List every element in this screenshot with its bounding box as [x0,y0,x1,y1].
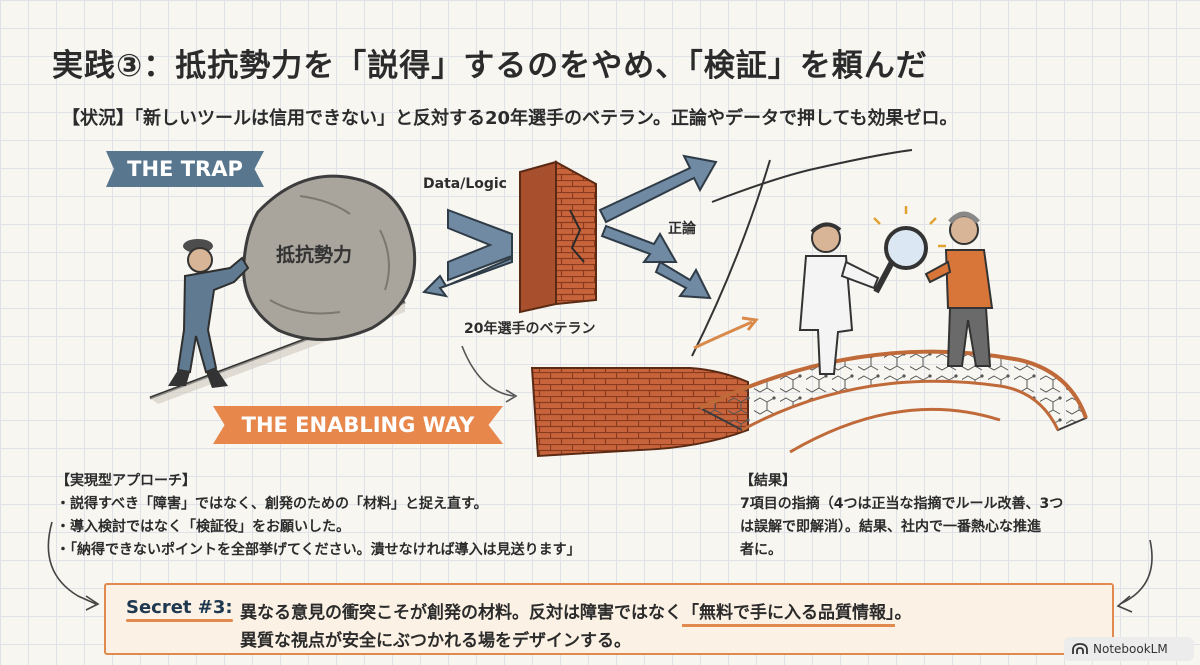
data-logic-label: Data/Logic [423,176,507,192]
scientist-figure [798,222,880,375]
secret-line-2: 異質な視点が安全にぶつかれる場をデザインする。 [240,631,631,651]
secret-line-1-pre: 異なる意見の衝突こそが創発の材料。反対は障害ではなく [240,603,682,623]
notebooklm-label: NotebookLM [1093,642,1168,656]
secret-line-1: 異なる意見の衝突こそが創発の材料。反対は障害ではなく「無料で手に入る品質情報」。 [240,598,912,627]
veteran-figure [924,211,994,367]
magnifying-glass-icon [873,206,946,294]
transforming-wall [530,367,749,458]
secret-label: Secret #3: [126,597,233,622]
notebooklm-logo-icon [1072,643,1088,654]
approach-section: 【実現型アプローチ】 説得すべき「障害」ではなく、創発のための「材料」と捉え直す… [56,470,581,562]
enabling-way-banner: THE ENABLING WAY [213,406,503,444]
trap-banner: THE TRAP [106,151,264,187]
result-heading: 【結果】 [740,473,796,489]
notebooklm-badge: NotebookLM [1064,637,1194,661]
bridge [697,349,1088,454]
boulder-label: 抵抗勢力 [276,244,353,266]
secret-box: Secret #3: 異なる意見の衝突こそが創発の材料。反対は障害ではなく「無料… [104,583,1114,655]
situation-text: 【状況】「新しいツールは信用できない」と反対する20年選手のベテラン。正論やデー… [62,108,958,129]
worker-figure [168,239,250,388]
approach-item: 説得すべき「障害」ではなく、創発のための「材料」と捉え直す。 [56,493,581,516]
veteran-label: 20年選手のベテラン [464,321,596,337]
result-section: 【結果】 7項目の指摘（4つは正当な指摘でルール改善、3つ は誤解で即解消）。結… [740,470,1150,562]
approach-item: 導入検討ではなく「検証役」をお願いした。 [56,516,581,539]
boulder-shape [242,174,417,341]
result-line: 者に。 [740,542,782,558]
brick-wall [519,160,597,314]
approach-heading: 【実現型アプローチ】 [56,473,196,489]
seiron-label: 正論 [668,221,696,237]
arrow-seiron [598,154,718,300]
result-line: 7項目の指摘（4つは正当な指摘でルール改善、3つ [740,496,1064,512]
secret-highlight: 「無料で手に入る品質情報」 [682,603,895,627]
arrow-data-logic [421,208,513,298]
approach-item: 「納得できないポイントを全部挙げてください。潰せなければ導入は見送ります」 [56,539,581,562]
result-line: は誤解で即解消）。結果、社内で一番熱心な推進 [740,519,1041,535]
trap-scene [149,174,417,404]
page-title: 実践③：抵抗勢力を「説得」するのをやめ、「検証」を頼んだ [52,48,928,84]
secret-line-1-post: 。 [894,603,912,623]
